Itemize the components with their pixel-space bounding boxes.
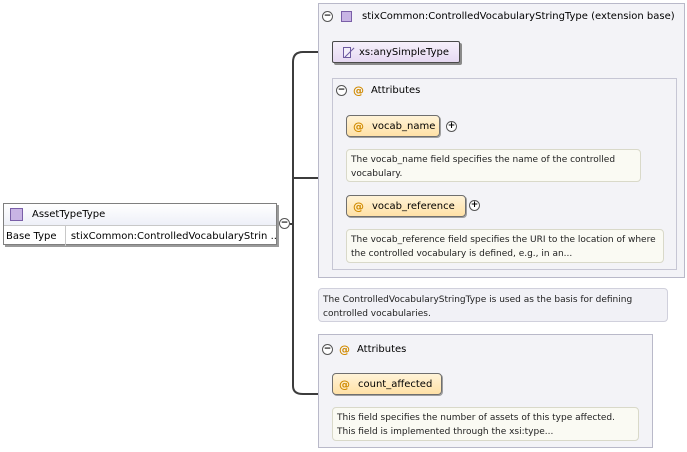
attribute-count-affected[interactable]: @ count_affected bbox=[332, 373, 442, 395]
complex-type-name: AssetTypeType bbox=[32, 209, 106, 220]
attributes-group-icon: @ bbox=[339, 342, 350, 356]
extension-type-icon bbox=[341, 10, 352, 22]
attribute-doc: The vocab_reference field specifies the … bbox=[346, 229, 664, 263]
base-type-label: Base Type bbox=[4, 226, 66, 246]
base-type-row: Base Type stixCommon:ControlledVocabular… bbox=[4, 226, 276, 246]
extension-doc: The ControlledVocabularyStringType is us… bbox=[318, 288, 668, 322]
own-attributes-collapse-icon[interactable]: − bbox=[322, 343, 333, 355]
expand-vocab-name-icon[interactable]: + bbox=[446, 121, 457, 132]
extension-title: stixCommon:ControlledVocabularyStringTyp… bbox=[362, 10, 675, 22]
attribute-name: vocab_name bbox=[372, 120, 436, 132]
simple-type-icon bbox=[343, 46, 351, 58]
attribute-name: count_affected bbox=[358, 378, 433, 390]
complex-type-box[interactable]: AssetTypeType Base Type stixCommon:Contr… bbox=[3, 203, 277, 246]
simple-type-name: xs:anySimpleType bbox=[359, 46, 449, 58]
attributes-group-icon: @ bbox=[353, 83, 364, 97]
extension-attributes-label: Attributes bbox=[371, 84, 421, 96]
attribute-vocab-name[interactable]: @ vocab_name bbox=[346, 115, 440, 137]
attribute-icon: @ bbox=[353, 199, 364, 213]
attribute-icon: @ bbox=[339, 377, 350, 391]
attribute-doc: This field specifies the number of asset… bbox=[332, 407, 639, 441]
extension-header: − stixCommon:ControlledVocabularyStringT… bbox=[319, 7, 684, 25]
attribute-vocab-reference[interactable]: @ vocab_reference bbox=[346, 195, 466, 217]
expand-vocab-reference-icon[interactable]: + bbox=[469, 200, 480, 211]
extension-attributes-header: − @ Attributes bbox=[333, 81, 676, 99]
base-type-value: stixCommon:ControlledVocabularyStrin ... bbox=[70, 230, 276, 242]
attribute-name: vocab_reference bbox=[372, 200, 455, 212]
attribute-icon: @ bbox=[353, 119, 364, 133]
own-attributes-header: − @ Attributes bbox=[319, 340, 652, 358]
complex-type-icon bbox=[10, 208, 23, 221]
simple-type-node[interactable]: xs:anySimpleType bbox=[332, 41, 460, 63]
extension-collapse-icon[interactable]: − bbox=[322, 10, 333, 22]
collapse-toggle-icon[interactable]: − bbox=[279, 218, 290, 229]
own-attributes-label: Attributes bbox=[357, 343, 407, 355]
complex-type-header: AssetTypeType bbox=[4, 204, 276, 226]
attribute-doc: The vocab_name field specifies the name … bbox=[346, 149, 641, 182]
extension-attributes-collapse-icon[interactable]: − bbox=[336, 84, 347, 96]
